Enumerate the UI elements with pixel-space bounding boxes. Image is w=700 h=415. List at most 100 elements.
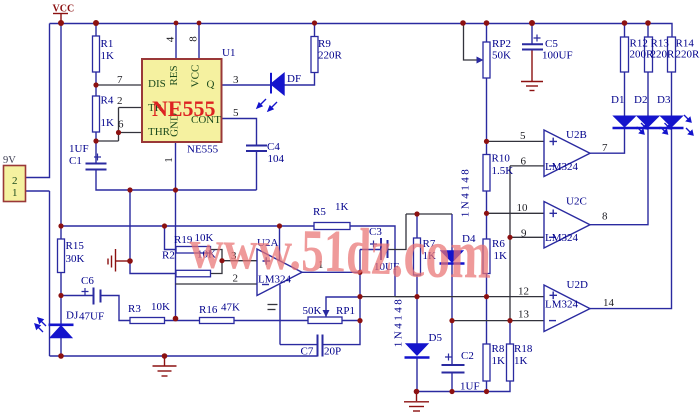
svg-text:D1: D1: [611, 94, 624, 106]
svg-text:LM324: LM324: [545, 232, 579, 244]
svg-text:1K: 1K: [101, 117, 115, 129]
svg-text:RP2: RP2: [492, 38, 511, 50]
svg-text:13: 13: [518, 309, 530, 321]
svg-text:3: 3: [231, 250, 237, 262]
svg-text:R5: R5: [313, 206, 326, 218]
svg-text:7: 7: [602, 142, 608, 154]
svg-text:VCC: VCC: [53, 4, 75, 15]
svg-text:104: 104: [268, 153, 285, 165]
svg-text:47K: 47K: [221, 302, 240, 314]
svg-text:10K: 10K: [195, 232, 214, 244]
svg-text:www.51dz.com: www.51dz.com: [189, 212, 492, 294]
svg-text:LM324: LM324: [258, 274, 292, 286]
svg-text:7: 7: [117, 74, 123, 86]
svg-text:D2: D2: [634, 94, 647, 106]
svg-text:50K: 50K: [492, 50, 511, 62]
svg-text:R2: R2: [162, 250, 175, 262]
svg-text:R19: R19: [174, 234, 193, 246]
svg-text:TR: TR: [148, 102, 163, 114]
svg-text:D3: D3: [657, 94, 671, 106]
svg-text:2: 2: [233, 273, 239, 285]
svg-text:U1: U1: [222, 47, 235, 59]
svg-text:8: 8: [188, 36, 200, 42]
svg-text:VCC: VCC: [190, 65, 202, 88]
svg-text:1K: 1K: [494, 250, 508, 262]
svg-text:5: 5: [520, 130, 526, 142]
svg-text:RES: RES: [168, 65, 180, 85]
svg-text:C2: C2: [461, 350, 474, 362]
svg-text:Q: Q: [207, 79, 215, 91]
svg-text:20P: 20P: [324, 346, 341, 358]
svg-text:9V: 9V: [3, 155, 16, 166]
svg-text:1: 1: [163, 157, 175, 163]
svg-text:U2D: U2D: [567, 279, 588, 291]
svg-text:R8: R8: [492, 343, 505, 355]
svg-text:2: 2: [12, 175, 18, 187]
svg-text:U2C: U2C: [566, 196, 587, 208]
svg-text:47UF: 47UF: [79, 311, 104, 323]
svg-text:2: 2: [117, 95, 123, 107]
svg-text:C3: C3: [369, 226, 382, 238]
svg-text:12: 12: [518, 286, 529, 298]
svg-text:R4: R4: [101, 95, 114, 107]
svg-text:1UF: 1UF: [460, 381, 480, 393]
svg-text:220R: 220R: [651, 49, 676, 61]
svg-text:D5: D5: [429, 332, 443, 344]
svg-text:R14: R14: [676, 38, 695, 50]
svg-text:D4: D4: [462, 233, 476, 245]
svg-text:6: 6: [521, 156, 527, 168]
svg-text:1K: 1K: [514, 355, 528, 367]
svg-text:GND: GND: [169, 113, 181, 137]
svg-text:C7: C7: [301, 346, 314, 358]
svg-text:1: 1: [12, 187, 18, 199]
svg-text:LM324: LM324: [545, 161, 579, 173]
svg-text:100UF: 100UF: [542, 50, 573, 62]
svg-text:4: 4: [165, 36, 177, 42]
svg-text:C1: C1: [69, 155, 82, 167]
svg-text:R10: R10: [492, 153, 511, 165]
svg-text:220R: 220R: [318, 50, 343, 62]
svg-text:NE555: NE555: [152, 96, 216, 121]
svg-text:50K: 50K: [303, 305, 322, 317]
svg-text:14: 14: [603, 297, 615, 309]
svg-text:R9: R9: [318, 38, 331, 50]
svg-text:R12: R12: [630, 38, 648, 50]
svg-text:C6: C6: [81, 275, 94, 287]
svg-text:DF: DF: [287, 73, 301, 85]
svg-text:NE555: NE555: [187, 144, 219, 156]
svg-text:5: 5: [233, 107, 239, 119]
svg-text:9: 9: [521, 228, 527, 240]
svg-text:10UF: 10UF: [374, 261, 399, 273]
svg-text:RP1: RP1: [336, 305, 355, 317]
svg-text:1: 1: [318, 259, 324, 271]
svg-text:1K: 1K: [101, 50, 115, 62]
svg-text:3: 3: [233, 74, 239, 86]
svg-text:R13: R13: [651, 38, 670, 50]
svg-text:1K: 1K: [335, 201, 349, 213]
svg-text:R18: R18: [514, 343, 533, 355]
svg-text:CONT: CONT: [191, 114, 221, 126]
svg-text:C5: C5: [545, 38, 558, 50]
svg-text:220R: 220R: [676, 49, 700, 61]
svg-text:1K: 1K: [423, 250, 437, 262]
svg-text:C4: C4: [267, 141, 280, 153]
svg-text:1UF: 1UF: [69, 143, 89, 155]
svg-text:R3: R3: [128, 303, 141, 315]
svg-text:1N4148: 1N4148: [393, 297, 405, 347]
svg-text:8: 8: [602, 211, 608, 223]
svg-text:DIS: DIS: [148, 78, 166, 90]
svg-text:R7: R7: [423, 238, 436, 250]
svg-text:U2B: U2B: [566, 129, 587, 141]
svg-text:THR: THR: [148, 126, 171, 138]
svg-text:R6: R6: [492, 238, 505, 250]
svg-text:DJ: DJ: [66, 310, 79, 322]
svg-text:200R: 200R: [630, 49, 655, 61]
svg-text:1.5K: 1.5K: [492, 165, 514, 177]
svg-text:R1: R1: [101, 38, 114, 50]
svg-text:LM324: LM324: [545, 299, 579, 311]
svg-text:U2A: U2A: [257, 237, 278, 249]
svg-text:R16: R16: [199, 304, 218, 316]
svg-text:10: 10: [517, 202, 529, 214]
svg-text:1N4148: 1N4148: [460, 167, 472, 217]
svg-text:30K: 30K: [66, 253, 85, 265]
